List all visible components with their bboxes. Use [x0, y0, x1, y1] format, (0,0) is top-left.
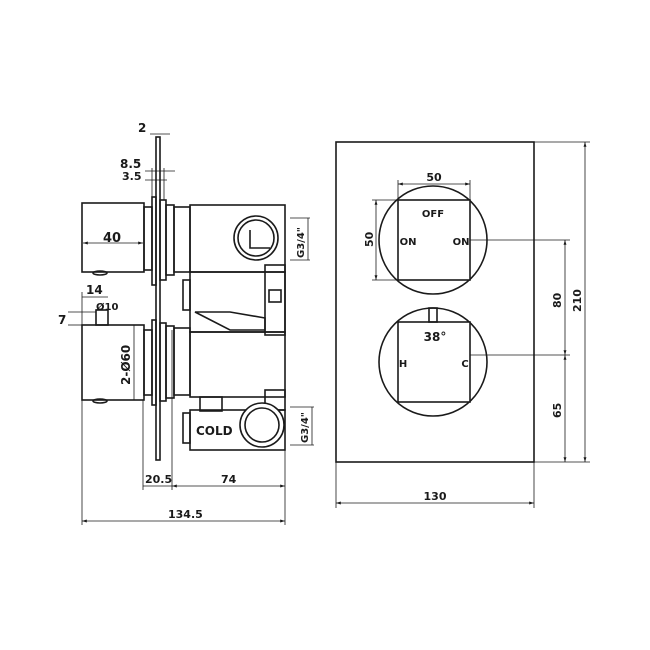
dim-74: 74	[221, 473, 237, 486]
dim-plate: 2	[138, 121, 146, 135]
dim-thread-top: G3/4"	[296, 227, 307, 258]
spindle	[95, 309, 109, 326]
dim-14: 14	[86, 283, 103, 297]
label-on-left: ON	[400, 237, 417, 248]
hot-inlet-port	[233, 215, 279, 261]
body-lower	[189, 331, 286, 398]
dim-knob-height: 50	[363, 231, 376, 247]
dim-2-dia-60: 2-Ø60	[119, 345, 133, 385]
dim-3-5: 3.5	[122, 170, 142, 183]
dim-134-5: 134.5	[168, 508, 203, 521]
cold-inlet-port	[239, 402, 285, 448]
dim-65: 65	[551, 403, 564, 418]
label-cold: C	[461, 359, 468, 370]
dim-thread-bottom: G3/4"	[300, 412, 311, 443]
dim-40: 40	[103, 231, 121, 246]
label-off: OFF	[422, 209, 444, 220]
dim-7: 7	[58, 313, 66, 327]
label-hot: H	[399, 359, 407, 370]
cover-plate	[335, 141, 535, 463]
dim-130: 130	[424, 490, 447, 503]
label-38-degrees: 38°	[424, 330, 447, 344]
safety-button	[428, 307, 438, 323]
dim-dia-10: Ø10	[96, 301, 118, 313]
dim-210: 210	[571, 289, 584, 312]
dim-knob-width: 50	[426, 171, 442, 184]
dim-8-5: 8.5	[120, 157, 141, 171]
front-view: OFF ON ON 38° H C 50 50 210 80 65 130	[335, 141, 590, 508]
wall-plate	[155, 136, 161, 461]
side-view: COLD 2 8.5 3.5 40 14 Ø10 7 2-Ø60 G3/4" G…	[58, 121, 314, 525]
temperature-knob	[397, 321, 471, 403]
label-on-right: ON	[453, 237, 470, 248]
dim-80: 80	[551, 292, 564, 308]
lower-handle	[81, 324, 145, 401]
flow-control-knob	[397, 199, 471, 281]
cold-label: COLD	[196, 424, 233, 438]
dim-20-5: 20.5	[145, 473, 172, 486]
